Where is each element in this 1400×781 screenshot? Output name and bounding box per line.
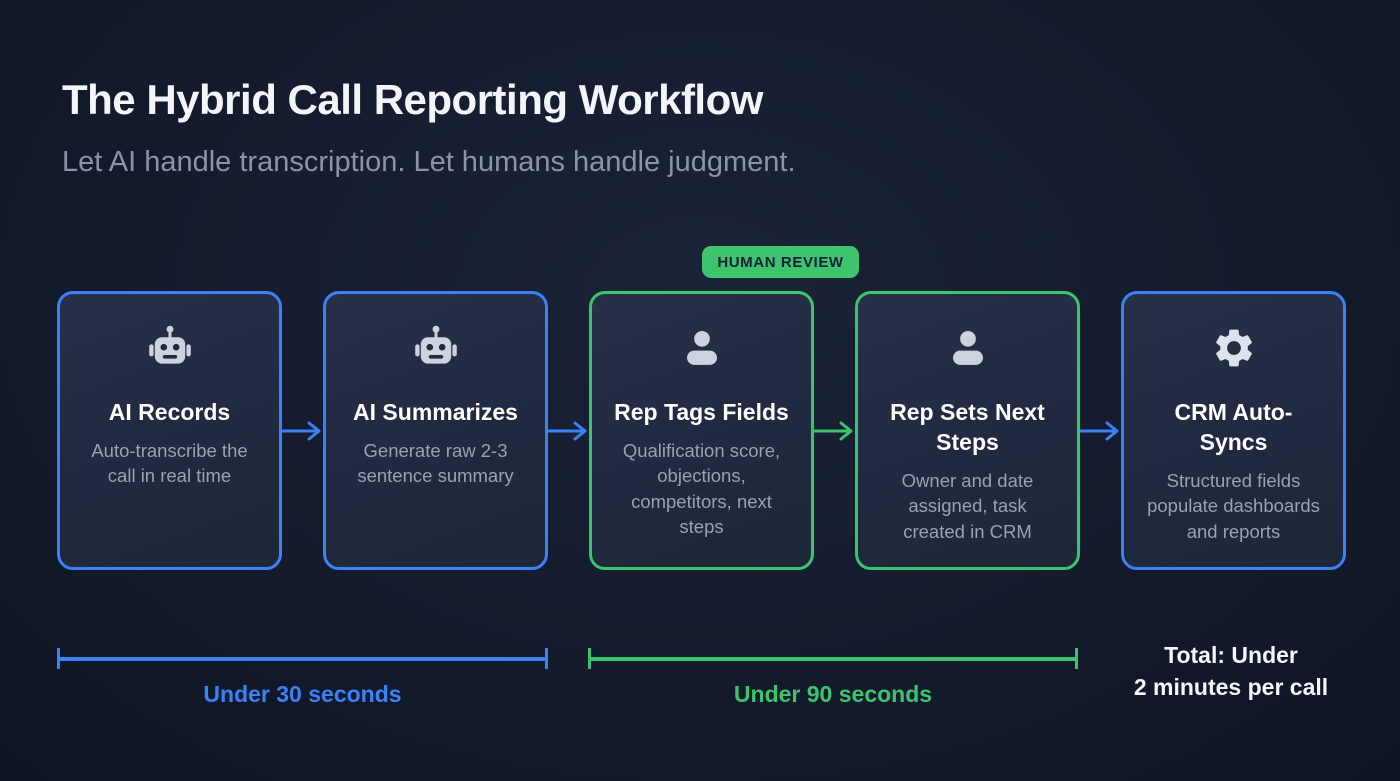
timeline-total-line1: Total: Under [1164, 642, 1298, 668]
person-icon [679, 324, 725, 372]
step-title: CRM Auto-Syncs [1174, 399, 1293, 455]
human-review-badge-label: HUMAN REVIEW [717, 253, 844, 271]
person-icon [945, 324, 991, 372]
arrow-right-icon [548, 291, 589, 570]
step-title: Rep Tags Fields [614, 399, 789, 425]
robot-icon [411, 324, 461, 372]
step-description: Structured fields populate dashboards an… [1147, 469, 1320, 542]
arrow-right-icon [1080, 291, 1121, 570]
timeline-label-ai: Under 30 seconds [203, 681, 402, 707]
step-card-ai-summarizes: AI Summarizes Generate raw 2-3 sentence … [323, 291, 548, 570]
arrow-right-icon [814, 291, 855, 570]
step-description: Generate raw 2-3 sentence summary [357, 439, 514, 487]
step-title: Rep Sets Next Steps [890, 399, 1045, 455]
timeline-bracket-human: Under 90 seconds [588, 648, 1078, 708]
human-review-badge: HUMAN REVIEW [702, 246, 859, 278]
page-header: The Hybrid Call Reporting Workflow Let A… [0, 0, 1400, 179]
step-card-ai-records: AI Records Auto-transcribe the call in r… [57, 291, 282, 570]
gear-icon [1211, 324, 1257, 372]
step-title: AI Summarizes [353, 399, 518, 425]
timeline-row: Under 30 seconds Under 90 seconds Total:… [57, 642, 1400, 708]
step-description: Qualification score, objections, competi… [622, 439, 781, 538]
timeline-bracket-ai: Under 30 seconds [57, 648, 548, 708]
step-card-rep-sets-next-steps: Rep Sets Next Steps Owner and date assig… [855, 291, 1080, 570]
bracket-line-blue [57, 648, 548, 669]
timeline-total-line2: 2 minutes per call [1133, 674, 1329, 701]
step-card-crm-auto-syncs: CRM Auto-Syncs Structured fields populat… [1121, 291, 1346, 570]
page-title: The Hybrid Call Reporting Workflow [62, 76, 763, 123]
arrow-right-icon [282, 291, 323, 570]
step-description: Owner and date assigned, task created in… [901, 469, 1034, 542]
page-subtitle: Let AI handle transcription. Let humans … [62, 146, 796, 178]
step-description: Auto-transcribe the call in real time [91, 439, 248, 487]
bracket-line-green [588, 648, 1078, 669]
step-title: AI Records [108, 399, 231, 425]
timeline-label-human: Under 90 seconds [733, 681, 933, 707]
robot-icon [145, 324, 195, 372]
workflow-row: HUMAN REVIEW AI Records Auto-transcribe … [57, 246, 1346, 570]
step-card-rep-tags-fields: Rep Tags Fields Qualification score, obj… [589, 291, 814, 570]
timeline-total: Total: Under 2 minutes per call [1118, 639, 1344, 703]
